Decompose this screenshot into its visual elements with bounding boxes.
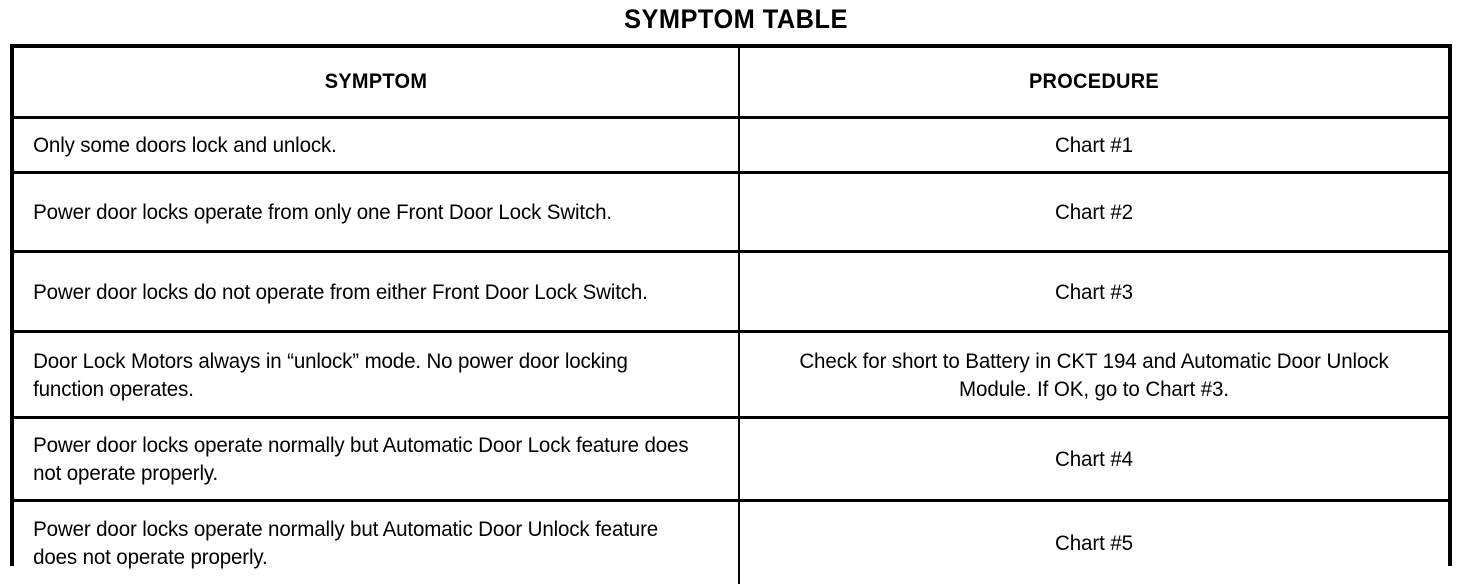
table-row: Door Lock Motors always in “unlock” mode… <box>14 332 1448 418</box>
symptom-cell: Power door locks operate normally but Au… <box>14 501 739 584</box>
procedure-cell: Chart #1 <box>739 118 1448 173</box>
page-title: SYMPTOM TABLE <box>44 2 1428 36</box>
table-row: Power door locks operate normally but Au… <box>14 501 1448 584</box>
symptom-cell: Door Lock Motors always in “unlock” mode… <box>14 332 739 418</box>
table-row: Only some doors lock and unlock. Chart #… <box>14 118 1448 173</box>
symptom-table: SYMPTOM PROCEDURE Only some doors lock a… <box>10 44 1452 566</box>
procedure-text: Chart #1 <box>756 131 1432 159</box>
procedure-cell: Chart #4 <box>739 418 1448 501</box>
symptom-cell: Power door locks operate normally but Au… <box>14 418 739 501</box>
column-header-procedure-label: PROCEDURE <box>758 70 1431 94</box>
table-row: Power door locks do not operate from eit… <box>14 252 1448 332</box>
symptom-text: Power door locks do not operate from eit… <box>14 278 705 306</box>
procedure-cell: Chart #5 <box>739 501 1448 584</box>
procedure-text: Chart #4 <box>756 445 1432 473</box>
column-header-procedure: PROCEDURE <box>739 48 1448 118</box>
procedure-text: Chart #3 <box>756 278 1432 306</box>
table-header-row: SYMPTOM PROCEDURE <box>14 48 1448 118</box>
symptom-cell: Only some doors lock and unlock. <box>14 118 739 173</box>
procedure-cell: Check for short to Battery in CKT 194 an… <box>739 332 1448 418</box>
symptom-cell: Power door locks operate from only one F… <box>14 173 739 252</box>
procedure-text: Check for short to Battery in CKT 194 an… <box>756 347 1432 403</box>
symptom-text: Power door locks operate from only one F… <box>14 198 705 226</box>
symptom-text: Door Lock Motors always in “unlock” mode… <box>14 347 705 403</box>
symptom-text: Only some doors lock and unlock. <box>14 131 705 159</box>
column-header-symptom-label: SYMPTOM <box>32 70 720 94</box>
procedure-cell: Chart #3 <box>739 252 1448 332</box>
procedure-text: Chart #5 <box>756 529 1432 557</box>
symptom-text: Power door locks operate normally but Au… <box>14 515 705 571</box>
procedure-text: Chart #2 <box>756 198 1432 226</box>
table-row: Power door locks operate from only one F… <box>14 173 1448 252</box>
table-row: Power door locks operate normally but Au… <box>14 418 1448 501</box>
procedure-cell: Chart #2 <box>739 173 1448 252</box>
column-header-symptom: SYMPTOM <box>14 48 739 118</box>
symptom-cell: Power door locks do not operate from eit… <box>14 252 739 332</box>
symptom-text: Power door locks operate normally but Au… <box>14 431 705 487</box>
